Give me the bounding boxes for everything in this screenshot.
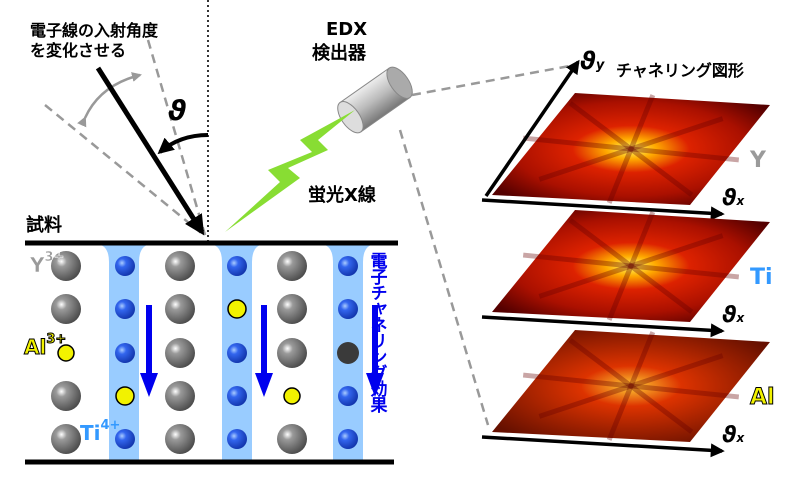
crystal (25, 240, 398, 465)
dark-atom (337, 342, 359, 364)
theta-x-axis (481, 315, 725, 338)
channeling-effect-label: 電子チャネリング効果 (366, 252, 387, 412)
element-label-ti: Ti (750, 265, 773, 290)
angle-change-arrow (77, 72, 142, 128)
theta-x-axis (481, 198, 725, 221)
y-atom (277, 338, 307, 368)
theta-x-label: ϑx (722, 303, 745, 328)
edx-label: EDX (326, 19, 368, 40)
fluorescent-xray-label: 蛍光X線 (308, 185, 376, 206)
y-atom (51, 424, 81, 454)
channeling-pattern-y (492, 93, 770, 205)
theta-y-label: ϑy (580, 47, 605, 75)
electron-beam-arrow (95, 66, 205, 236)
y-atom (165, 424, 195, 454)
detector-label: 検出器 (312, 43, 366, 64)
ti-atom (338, 299, 358, 319)
beam-angle-label-2: を変化させる (30, 41, 127, 60)
theta-x-label: ϑx (722, 423, 745, 448)
ion-label-y: Y3+ (30, 250, 65, 277)
y-atom (165, 338, 195, 368)
xray-lightning-icon (225, 110, 355, 232)
beam-angle-label-1: 電子線の入射角度 (30, 21, 159, 40)
al-atom (227, 299, 247, 319)
al-atom (283, 387, 301, 405)
ti-atom (338, 386, 358, 406)
ti-atom (227, 386, 247, 406)
edx-detector (337, 66, 413, 134)
ti-atom (115, 299, 135, 319)
y-atom (51, 251, 81, 281)
theta-label: ϑ (168, 94, 187, 127)
ion-label-ti: Ti4+ (80, 418, 121, 445)
ti-atom (227, 256, 247, 276)
ti-atom (338, 256, 358, 276)
angle-guide-lines (44, 39, 576, 426)
y-atom (277, 251, 307, 281)
ti-atom (227, 343, 247, 363)
element-label-al: Al (750, 384, 776, 410)
theta-angle-arrow (157, 133, 209, 155)
y-atom (165, 294, 195, 324)
channeling-pattern-ti (492, 210, 770, 322)
sample-label: 試料 (26, 215, 62, 236)
ti-atom (227, 429, 247, 449)
theta-x-label: ϑx (722, 186, 745, 211)
element-label-y: Y (750, 148, 766, 173)
y-atom (51, 381, 81, 411)
al-atom (57, 344, 75, 362)
ti-atom (115, 256, 135, 276)
y-atom (165, 251, 195, 281)
ti-atom (115, 343, 135, 363)
al-atom (115, 386, 135, 406)
channeling-pattern-label: チャネリング図形 (616, 61, 744, 80)
ti-atom (338, 429, 358, 449)
channeling-arrows (140, 305, 384, 397)
y-atom (277, 424, 307, 454)
y-atom (51, 294, 81, 324)
theta-x-axis (481, 435, 725, 458)
y-atom (277, 294, 307, 324)
channeling-pattern-al (492, 330, 770, 442)
ion-label-al: Al3+ (23, 332, 67, 359)
ti-atom (115, 429, 135, 449)
theta-y-axis (484, 59, 580, 197)
y-atom (165, 381, 195, 411)
